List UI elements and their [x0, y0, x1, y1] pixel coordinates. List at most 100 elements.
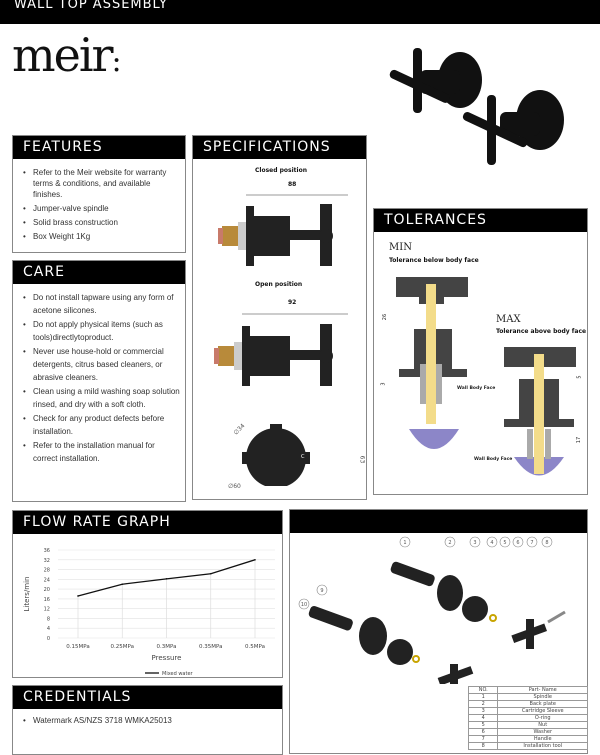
callout-number: 2	[448, 540, 451, 546]
callout-7: 7	[526, 536, 538, 548]
tolerances-title: TOLERANCES	[374, 209, 587, 232]
feature-item: Jumper-valve spindle	[23, 203, 177, 214]
x-tick-label: 0.15MPa	[66, 644, 89, 650]
features-title: FEATURES	[13, 136, 185, 159]
tolerances-panel: TOLERANCES MIN Tolerance below body face…	[373, 208, 588, 495]
part-name: O-ring	[497, 714, 588, 722]
x-tick-label: 0.25MPa	[111, 644, 134, 650]
open-dimension: 92	[288, 299, 297, 306]
large-diameter: ∅60	[228, 483, 241, 490]
part-number: 6	[467, 728, 499, 736]
min-subtitle: Tolerance below body face	[389, 257, 479, 264]
x-tick-label: 0.3MPa	[157, 644, 177, 650]
open-position-label: Open position	[255, 281, 303, 288]
y-tick-label: 20	[44, 587, 50, 593]
callout-6: 6	[512, 536, 524, 548]
data-point	[209, 572, 212, 575]
y-axis-label: Liters/min	[23, 577, 31, 612]
height-dimension: 63	[358, 455, 366, 464]
callout-4: 4	[486, 536, 498, 548]
y-tick-label: 36	[44, 548, 50, 554]
part-name: Cartridge Sleeve	[497, 707, 588, 715]
care-title: CARE	[13, 261, 185, 284]
max-dimension-17: 17	[576, 436, 583, 444]
care-item: Do not install tapware using any form of…	[23, 291, 181, 317]
wall-body-face-label: Wall Body Face	[474, 457, 513, 462]
y-tick-label: 12	[44, 607, 50, 613]
part-name: Back plate	[497, 700, 588, 708]
x-tick-label: 0.35MPa	[199, 644, 222, 650]
callout-1: 1	[399, 536, 411, 548]
callout-number: 1	[403, 540, 406, 546]
flow-rate-title: FLOW RATE GRAPH	[13, 511, 282, 534]
part-name: Nut	[497, 721, 588, 729]
part-number: 1	[467, 693, 499, 701]
data-point	[121, 583, 124, 586]
max-label: MAX	[496, 314, 521, 325]
callout-number: 6	[516, 540, 519, 546]
part-number: 5	[467, 721, 499, 729]
care-item: Never use house-hold or commercial deter…	[23, 345, 181, 384]
care-item: Refer to the installation manual for cor…	[23, 439, 181, 465]
parts-header-name: Part- Name	[497, 686, 588, 694]
callout-3: 3	[469, 536, 481, 548]
max-dimension-5: 5	[576, 375, 583, 379]
x-axis-label: Pressure	[152, 654, 182, 662]
document-title: WALL TOP ASSEMBLY	[14, 0, 169, 12]
max-subtitle: Tolerance above body face	[496, 328, 587, 335]
y-tick-label: 32	[44, 558, 50, 564]
callout-9: 9	[316, 584, 328, 596]
y-tick-label: 28	[44, 568, 50, 574]
callout-number: 9	[320, 588, 323, 594]
part-number: 4	[467, 714, 499, 722]
callout-number: 10	[301, 602, 307, 608]
care-panel: CARE Do not install tapware using any fo…	[12, 260, 186, 502]
part-name: Installation tool	[497, 742, 588, 750]
min-dimension-26: 26	[382, 313, 389, 321]
legend-label: Mixed water	[162, 671, 194, 677]
part-number: 8	[467, 742, 499, 750]
exploded-view-header	[290, 510, 587, 533]
care-item: Do not apply physical items (such as too…	[23, 318, 181, 344]
callout-number: 4	[490, 540, 493, 546]
feature-item: Refer to the Meir website for warranty t…	[23, 167, 177, 200]
wall-body-face-label: Wall Body Face	[457, 386, 496, 391]
min-label: MIN	[389, 242, 412, 253]
y-tick-label: 8	[47, 616, 50, 622]
care-item: Check for any product defects before ins…	[23, 412, 181, 438]
credential-item: Watermark AS/NZS 3718 WMKA25013	[23, 715, 274, 726]
cold-mark: C	[301, 454, 305, 460]
data-point	[77, 595, 79, 597]
credentials-panel: CREDENTIALS Watermark AS/NZS 3718 WMKA25…	[12, 685, 283, 755]
spec-drawings	[214, 194, 348, 486]
callout-number: 8	[545, 540, 548, 546]
part-number: 7	[467, 735, 499, 743]
x-tick-label: 0.5MPa	[245, 644, 265, 650]
part-number: 3	[467, 707, 499, 715]
callout-10: 10	[298, 598, 310, 610]
part-name: Washer	[497, 728, 588, 736]
part-number: 2	[467, 700, 499, 708]
closed-position-label: Closed position	[255, 167, 307, 174]
callout-number: 7	[530, 540, 533, 546]
features-panel: FEATURES Refer to the Meir website for w…	[12, 135, 186, 253]
meir-logo: meir:	[12, 28, 122, 82]
parts-header-no: NO.	[467, 686, 499, 694]
closed-dimension: 88	[288, 181, 297, 188]
feature-item: Solid brass construction	[23, 217, 177, 228]
data-point	[254, 558, 256, 561]
y-tick-label: 4	[47, 626, 50, 632]
product-image	[389, 48, 564, 165]
